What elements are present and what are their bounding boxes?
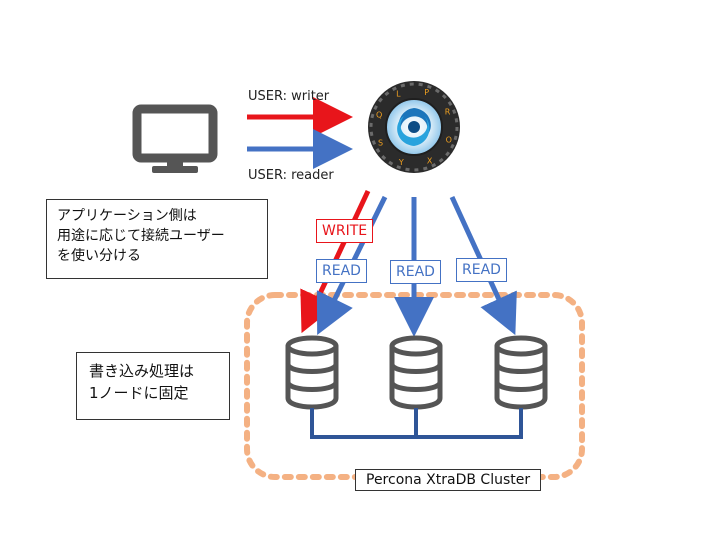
- proxysql-ring-letter: Y: [398, 158, 404, 167]
- write-note-line: 1ノードに固定: [89, 384, 189, 402]
- read-route-arrow-1: [316, 195, 388, 335]
- user-reader-label: USER: reader: [248, 168, 334, 183]
- proxysql-ring-letter: L: [396, 90, 401, 99]
- proxysql-ring-letter: S: [378, 139, 383, 148]
- cluster-bus: [310, 408, 523, 439]
- database-icon: [285, 335, 339, 410]
- database-icon: [494, 335, 548, 410]
- cluster-label: Percona XtraDB Cluster: [355, 469, 542, 491]
- proxysql-ring-letter: O: [446, 136, 452, 145]
- read-route-arrow-3: [449, 195, 517, 336]
- app-note-line: アプリケーション側は: [57, 208, 197, 224]
- proxysql-ring-letters: P R O X Y S Q L: [376, 88, 452, 167]
- proxysql-ring-letter: Q: [376, 110, 382, 119]
- app-note-box: アプリケーション側は 用途に応じて接続ユーザー を使い分ける: [46, 199, 268, 279]
- database-icon: [389, 335, 443, 410]
- proxysql-ring-letter: X: [427, 157, 433, 166]
- read-tag: READ: [456, 258, 507, 282]
- user-writer-label: USER: writer: [248, 89, 330, 104]
- proxysql-ring-letter: R: [445, 107, 451, 116]
- write-note-box: 書き込み処理は 1ノードに固定: [76, 352, 230, 420]
- proxysql-ring-letter: P: [424, 88, 429, 97]
- write-tag: WRITE: [316, 219, 374, 243]
- monitor-icon: [132, 104, 218, 173]
- app-note-line: を使い分ける: [57, 248, 141, 264]
- read-tag: READ: [390, 260, 441, 284]
- app-note-line: 用途に応じて接続ユーザー: [57, 228, 225, 244]
- proxysql-logo: P R O X Y S Q L: [368, 81, 460, 173]
- write-note-line: 書き込み処理は: [89, 362, 195, 380]
- read-tag: READ: [316, 259, 367, 283]
